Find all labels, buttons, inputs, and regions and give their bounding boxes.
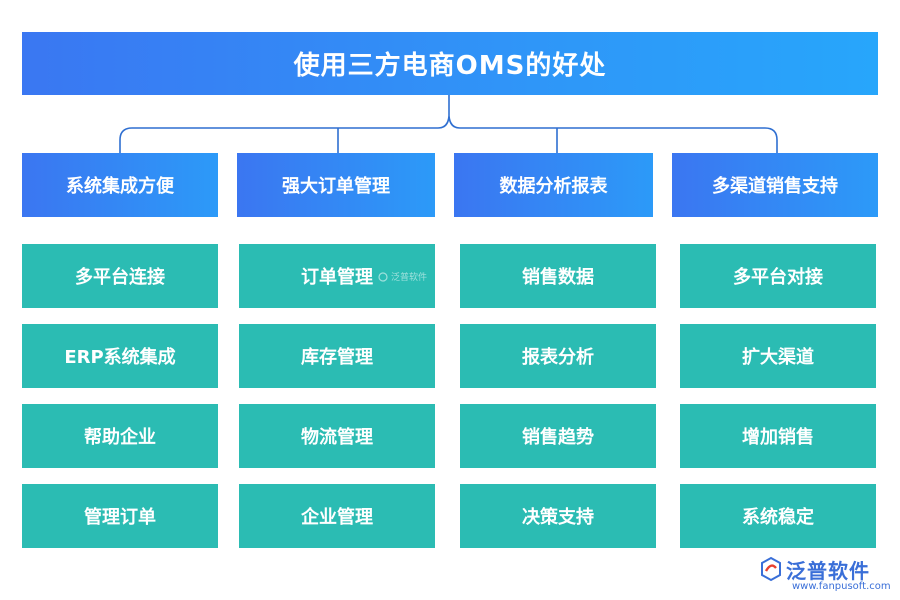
- watermark-logo-icon: [378, 271, 388, 282]
- item-increase-sales: 增加销售: [680, 404, 876, 468]
- item-inventory-management: 库存管理: [239, 324, 435, 388]
- brand-logo: 泛普软件 www.fanpusoft.com: [758, 554, 891, 594]
- category-data-analysis: 数据分析报表: [454, 153, 653, 217]
- item-order-management: 订单管理: [239, 244, 435, 308]
- brand-url: www.fanpusoft.com: [792, 581, 891, 592]
- item-multi-platform-connect: 多平台连接: [22, 244, 218, 308]
- item-expand-channels: 扩大渠道: [680, 324, 876, 388]
- item-logistics-management: 物流管理: [239, 404, 435, 468]
- item-sales-data: 销售数据: [460, 244, 656, 308]
- item-report-analysis: 报表分析: [460, 324, 656, 388]
- brand-name: 泛普软件: [786, 559, 870, 583]
- item-decision-support: 决策支持: [460, 484, 656, 548]
- item-multi-platform-docking: 多平台对接: [680, 244, 876, 308]
- item-system-stable: 系统稳定: [680, 484, 876, 548]
- item-sales-trend: 销售趋势: [460, 404, 656, 468]
- item-enterprise-management: 企业管理: [239, 484, 435, 548]
- category-order-management: 强大订单管理: [237, 153, 435, 217]
- category-multichannel-sales: 多渠道销售支持: [672, 153, 878, 217]
- brand-mark-icon: [761, 556, 781, 582]
- item-manage-orders: 管理订单: [22, 484, 218, 548]
- watermark-text: 泛普软件: [391, 273, 428, 283]
- diagram-title: 使用三方电商OMS的好处: [22, 32, 878, 95]
- inline-watermark: 泛普软件: [378, 270, 427, 283]
- item-help-enterprise: 帮助企业: [22, 404, 218, 468]
- item-erp-integration: ERP系统集成: [22, 324, 218, 388]
- category-system-integration: 系统集成方便: [22, 153, 218, 217]
